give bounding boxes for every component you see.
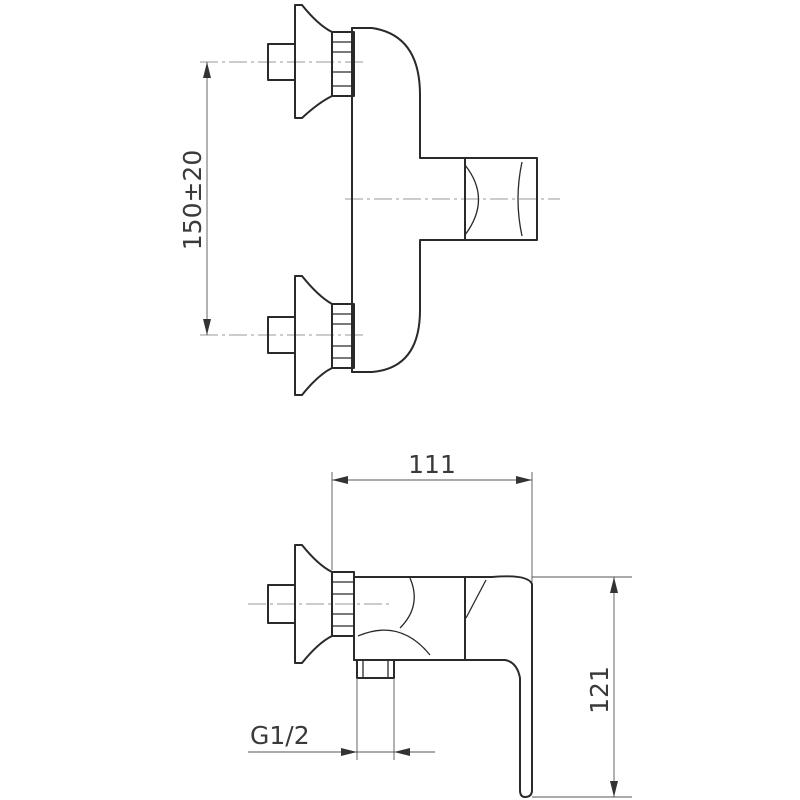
- dimension-thread-label: G1/2: [250, 721, 310, 750]
- dimension-height: 121: [532, 576, 632, 798]
- lever-handle: [464, 575, 533, 798]
- dimension-height-label: 121: [585, 666, 614, 714]
- lever-joint: [465, 579, 487, 619]
- bottom-escutcheon: [294, 275, 333, 396]
- dimension-spacing-label: 150±20: [178, 150, 207, 250]
- bottom-pipe: [267, 316, 296, 354]
- side-body-curve-lower: [357, 629, 431, 656]
- dimension-width: 111: [331, 450, 533, 582]
- handle-cap-curve-left: [464, 164, 480, 236]
- faucet-body: [351, 27, 466, 373]
- side-pipe: [267, 584, 296, 624]
- handle-cap-curve-right: [517, 161, 523, 237]
- outlet-spout: [356, 659, 395, 679]
- bottom-inlet-fitting: [267, 275, 355, 396]
- side-body-curve-upper: [399, 577, 415, 629]
- side-body: [353, 576, 466, 661]
- side-view: 111 121 G1/2: [248, 450, 632, 798]
- top-inlet-fitting: [267, 4, 355, 119]
- side-inlet-fitting: [267, 544, 355, 664]
- handle-cap: [464, 157, 538, 241]
- top-pipe: [267, 43, 296, 81]
- dimension-thread: G1/2: [248, 678, 435, 760]
- side-escutcheon: [294, 544, 333, 664]
- dimension-spacing: 150±20: [178, 62, 211, 335]
- top-escutcheon: [294, 4, 333, 119]
- dimension-width-label: 111: [408, 450, 456, 479]
- front-view: 150±20: [178, 4, 560, 396]
